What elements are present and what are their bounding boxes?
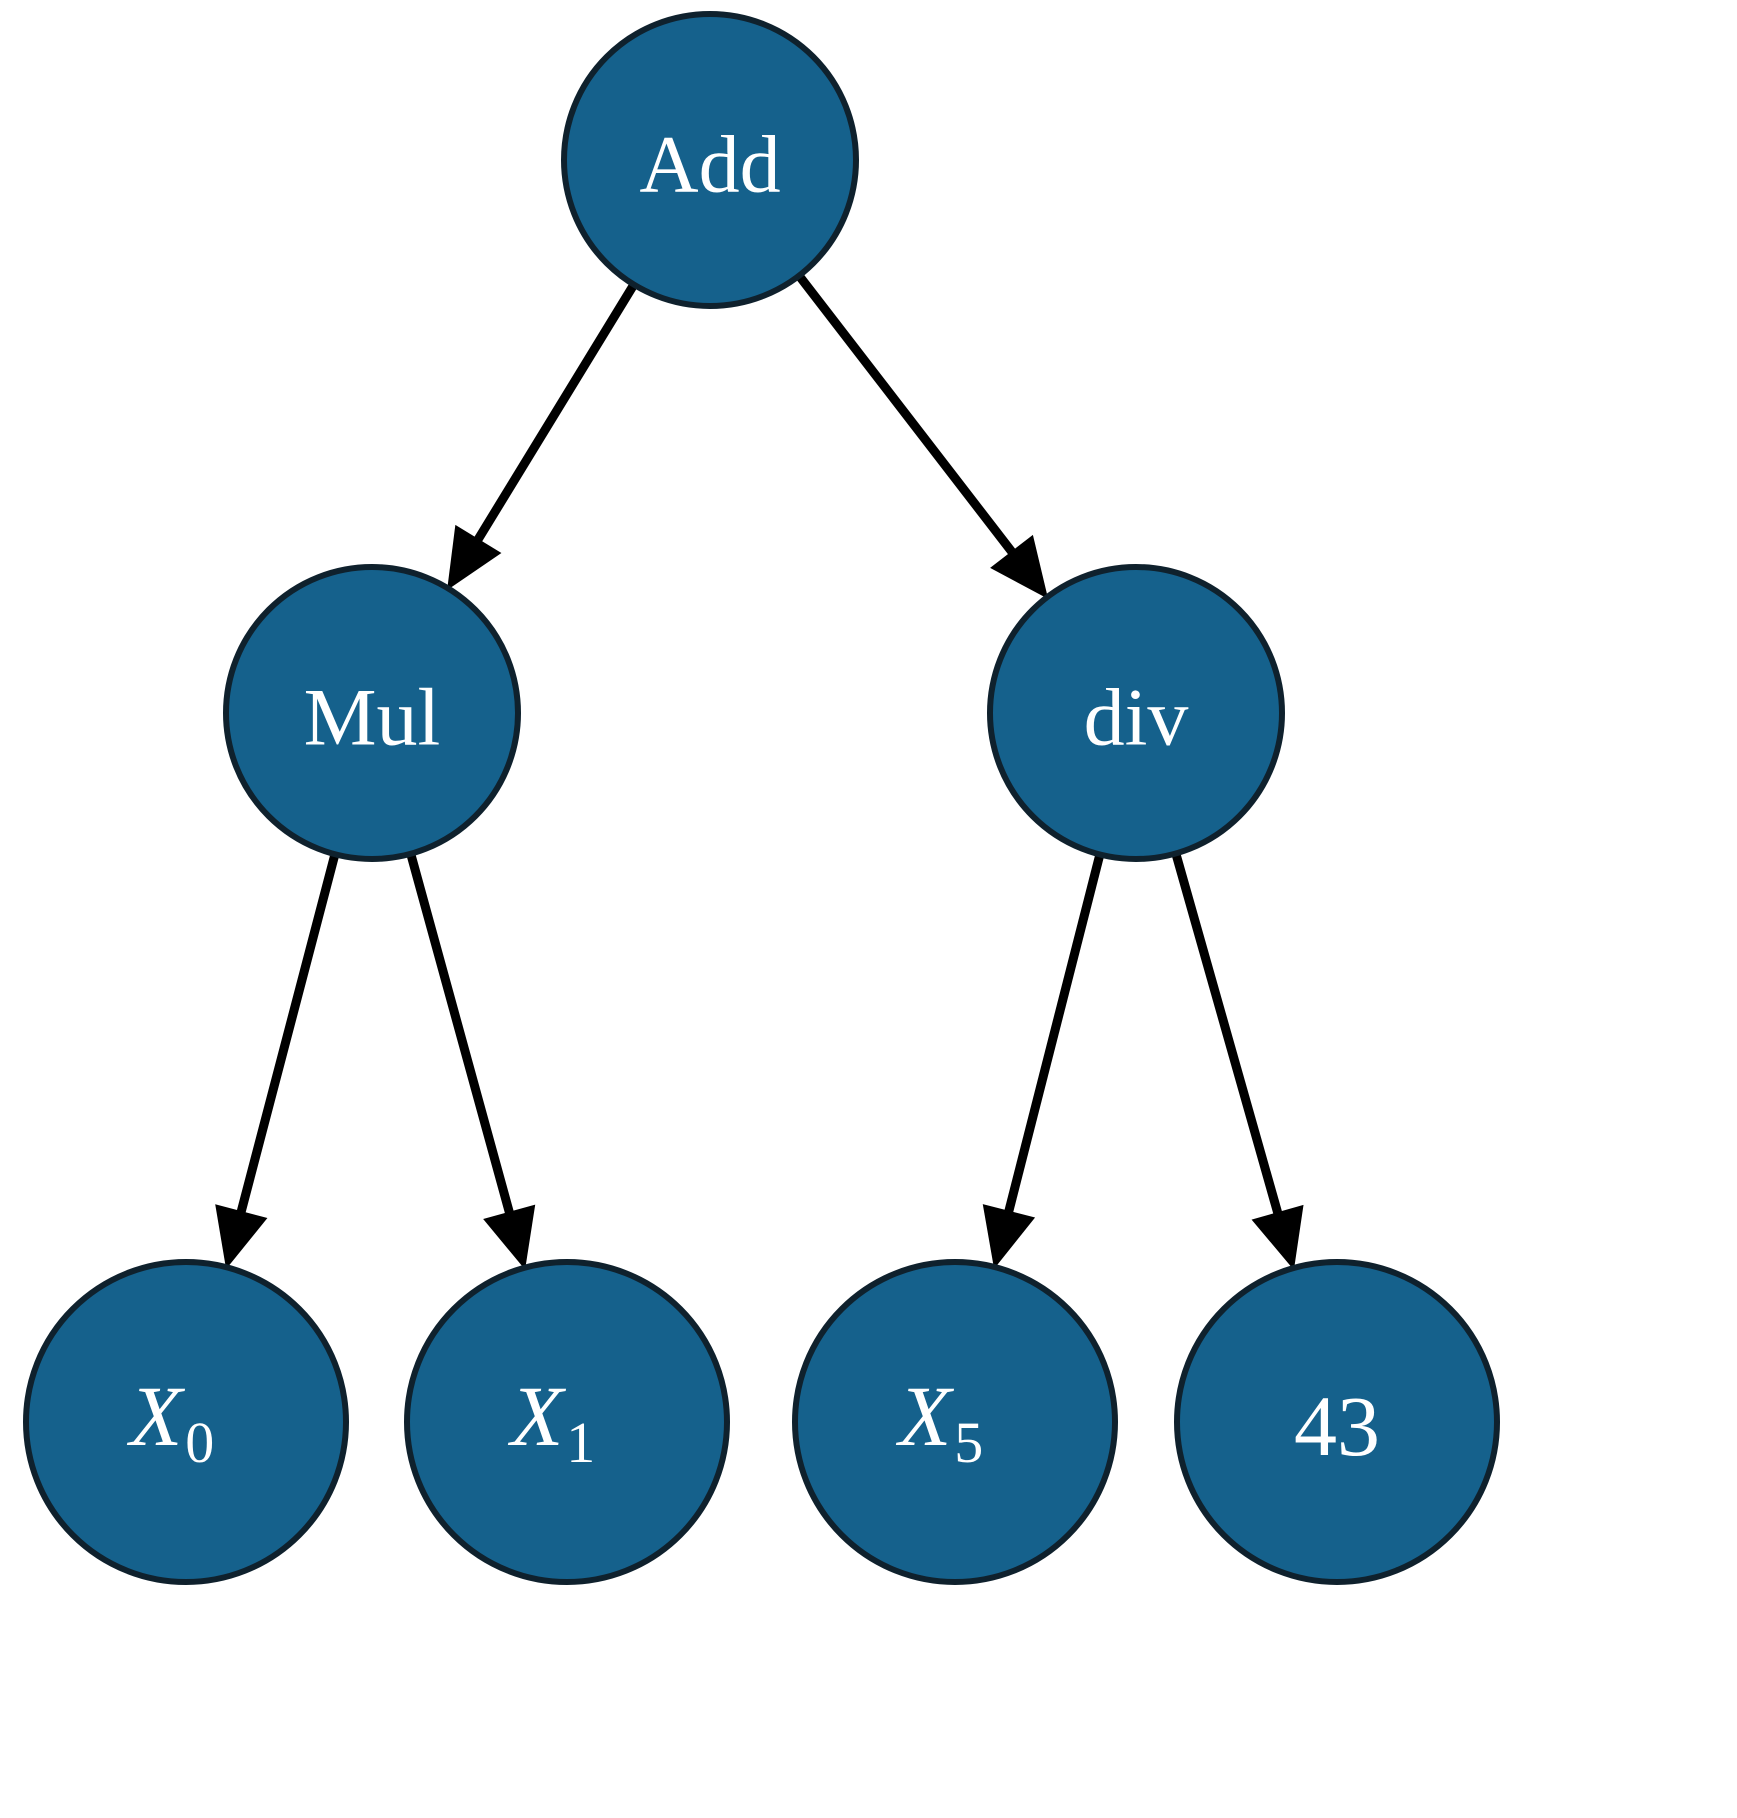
node-add[interactable]: Add — [561, 11, 859, 309]
node-div[interactable]: div — [987, 564, 1285, 862]
edge-shaft — [794, 271, 1019, 559]
node-circle[interactable] — [404, 1259, 730, 1585]
node-x5[interactable]: X5 — [792, 1259, 1118, 1585]
node-mul[interactable]: Mul — [223, 564, 521, 862]
node-label: Mul — [304, 672, 441, 763]
edge-div-to-x5 — [982, 851, 1105, 1269]
edge-shaft — [1170, 850, 1284, 1220]
edge-add-to-div — [794, 271, 1049, 599]
node-x1[interactable]: X1 — [404, 1259, 730, 1585]
edge-shaft — [1003, 851, 1105, 1218]
node-circle[interactable] — [792, 1259, 1118, 1585]
node-circle[interactable] — [23, 1259, 349, 1585]
node-circle[interactable] — [1174, 1259, 1500, 1585]
arrowhead-icon — [990, 534, 1049, 599]
node-label: div — [1084, 672, 1189, 763]
node-label: X1 — [508, 1368, 596, 1475]
node-circle[interactable] — [561, 11, 859, 309]
edge-add-to-mul — [447, 280, 639, 591]
node-label-base: X — [508, 1368, 567, 1464]
node-label-subscript: 0 — [185, 1410, 214, 1475]
node-label: X5 — [896, 1368, 984, 1475]
node-label-base: X — [127, 1368, 186, 1464]
node-circle[interactable] — [223, 564, 521, 862]
edge-shaft — [235, 851, 340, 1219]
arrowhead-icon — [447, 524, 502, 591]
arrowhead-icon — [483, 1204, 536, 1270]
edge-div-to-43 — [1170, 850, 1304, 1270]
edge-mul-to-x1 — [405, 850, 536, 1270]
node-label: X0 — [127, 1368, 215, 1475]
node-label-subscript: 5 — [954, 1410, 983, 1475]
arrowhead-icon — [982, 1204, 1036, 1269]
edge-shaft — [471, 280, 639, 547]
edge-mul-to-x0 — [215, 851, 340, 1270]
node-label-subscript: 1 — [566, 1410, 595, 1475]
edge-shaft — [405, 850, 516, 1219]
node-x0[interactable]: X0 — [23, 1259, 349, 1585]
node-label: 43 — [1294, 1378, 1380, 1474]
node-label-base: X — [896, 1368, 955, 1464]
edge-layer — [215, 271, 1304, 1270]
arrowhead-icon — [1251, 1204, 1304, 1270]
node-circle[interactable] — [987, 564, 1285, 862]
node-43[interactable]: 43 — [1174, 1259, 1500, 1585]
arrowhead-icon — [215, 1204, 268, 1270]
node-label: Add — [639, 119, 780, 210]
